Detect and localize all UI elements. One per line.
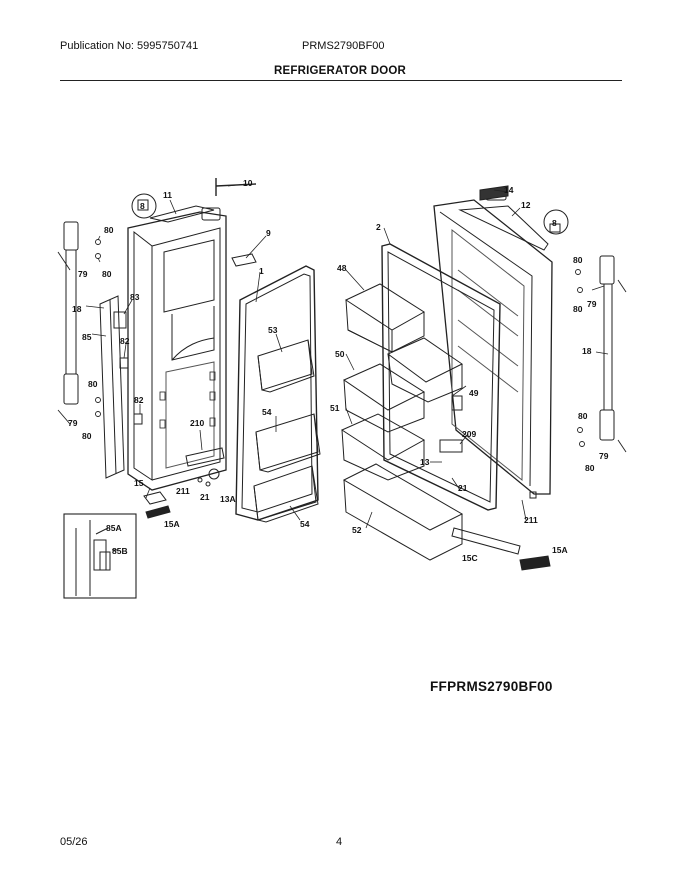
callout-83: 83 [130, 292, 140, 302]
callout-8: 8 [552, 218, 557, 228]
callout-15c: 15C [462, 553, 478, 563]
callout-211: 211 [176, 486, 190, 496]
callout-18: 18 [582, 346, 592, 356]
callout-13: 13 [420, 457, 430, 467]
strip-15c [451, 527, 521, 555]
callout-49: 49 [469, 388, 479, 398]
callout-21: 21 [458, 483, 468, 493]
callout-15a: 15A [164, 519, 180, 529]
callout-52: 52 [352, 525, 362, 535]
part-14 [479, 185, 509, 201]
callout-11: 11 [163, 190, 172, 200]
freezer-handle [63, 221, 143, 479]
fresh-food-door [433, 189, 553, 499]
freezer-door-bins [253, 339, 321, 523]
callout-8: 8 [140, 201, 145, 211]
callout-80: 80 [102, 269, 112, 279]
model-code-label: FFPRMS2790BF00 [430, 679, 553, 694]
callout-85b: 85B [112, 546, 128, 556]
callout-54: 54 [300, 519, 310, 529]
callout-210: 210 [190, 418, 204, 428]
freezer-gasket [235, 265, 319, 521]
callout-80: 80 [573, 304, 583, 314]
fresh-food-door-bins [340, 283, 464, 561]
callout-54: 54 [262, 407, 272, 417]
publication-number: Publication No: 5995750741 [60, 40, 199, 52]
callout-53: 53 [268, 325, 278, 335]
callout-9: 9 [266, 228, 271, 238]
callout-211: 211 [524, 515, 538, 525]
callout-15a: 15A [552, 545, 568, 555]
footer-date: 05/26 [60, 836, 88, 848]
callout-21: 21 [200, 492, 210, 502]
callout-82: 82 [120, 336, 130, 346]
callout-15: 15 [134, 478, 144, 488]
callout-79: 79 [68, 418, 78, 428]
callout-80: 80 [585, 463, 595, 473]
callout-80: 80 [573, 255, 583, 265]
callout-80: 80 [82, 431, 92, 441]
callout-80: 80 [578, 411, 588, 421]
callout-79: 79 [587, 299, 597, 309]
inset-detail [63, 513, 137, 599]
callout-85: 85 [82, 332, 92, 342]
callout-209: 209 [462, 429, 476, 439]
callout-circle-8-left [131, 193, 157, 219]
callout-2: 2 [376, 222, 381, 232]
callout-1: 1 [259, 266, 264, 276]
callout-51: 51 [330, 403, 340, 413]
callout-79: 79 [599, 451, 609, 461]
callout-18: 18 [72, 304, 82, 314]
callout-10: 10 [243, 178, 253, 188]
strip-15a [519, 555, 551, 571]
page-number: 4 [336, 836, 343, 848]
callout-82: 82 [134, 395, 144, 405]
model-number: PRMS2790BF00 [302, 40, 385, 52]
callout-12: 12 [521, 200, 531, 210]
callout-85a: 85A [106, 523, 122, 533]
page-title: REFRIGERATOR DOOR [273, 65, 407, 77]
callout-79: 79 [78, 269, 88, 279]
callout-50: 50 [335, 349, 345, 359]
header-rule [60, 80, 622, 81]
freezer-door [127, 205, 257, 519]
callout-80: 80 [88, 379, 98, 389]
callout-circle-8-right [543, 209, 569, 235]
fresh-food-handle [599, 255, 615, 441]
callout-80: 80 [104, 225, 114, 235]
callout-labels: 10 11 8 9 1 80 79 80 18 83 85 82 80 79 8… [68, 178, 609, 563]
callout-13a: 13A [220, 494, 236, 504]
callout-48: 48 [337, 263, 347, 273]
callout-14: 14 [504, 185, 514, 195]
